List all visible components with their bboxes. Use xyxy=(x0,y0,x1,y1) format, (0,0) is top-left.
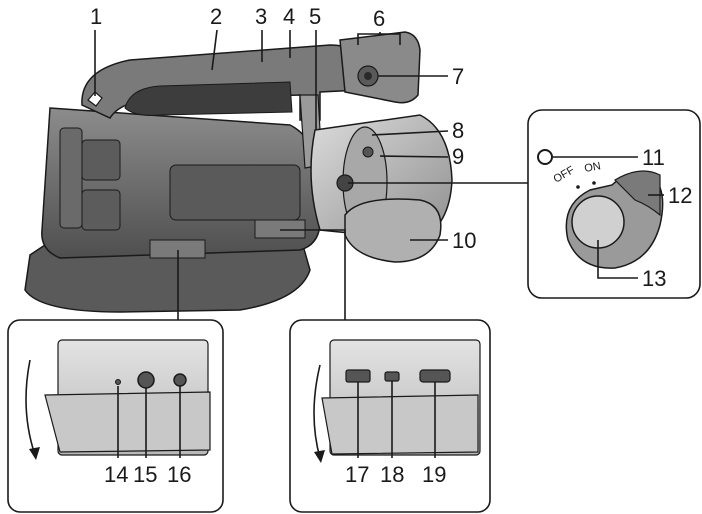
callout-5: 5 xyxy=(309,4,321,29)
strap-hook xyxy=(87,91,103,107)
callout-1: 1 xyxy=(90,4,102,29)
terminal-cover-right xyxy=(321,394,479,455)
leader-right-panel xyxy=(280,229,346,320)
leader-8 xyxy=(371,130,449,136)
callout-3: 3 xyxy=(255,4,267,29)
terminal-cover-left xyxy=(44,391,211,453)
grip-belt xyxy=(344,198,442,263)
on-label: ON xyxy=(583,160,601,175)
leader-2 xyxy=(211,29,218,71)
open-arrow-left-head xyxy=(29,447,40,460)
open-arrow-right-head xyxy=(314,450,325,463)
charge-lamp xyxy=(115,379,121,385)
leader-13 xyxy=(597,240,638,279)
callout-9: 9 xyxy=(452,144,464,169)
callout-13: 13 xyxy=(642,266,666,291)
callout-17: 17 xyxy=(345,462,369,487)
callout-numbers: 1 2 3 4 5 6 7 8 9 10 11 12 13 14 15 16 1… xyxy=(90,4,692,487)
headphone-port xyxy=(173,373,187,387)
open-arrow-right xyxy=(313,364,321,459)
callout-15: 15 xyxy=(133,462,157,487)
side-vent-2 xyxy=(81,189,121,231)
callout-16: 16 xyxy=(167,462,191,487)
leader-6 xyxy=(357,33,401,45)
handle-opening xyxy=(124,81,293,116)
mic-holder-knob-center xyxy=(364,72,372,80)
grip-recess xyxy=(169,164,301,221)
callout-11: 11 xyxy=(642,145,665,170)
camcorder-illustration xyxy=(24,31,453,313)
open-arrow-left xyxy=(25,359,36,456)
terminal-door-right xyxy=(254,219,306,239)
usb-port xyxy=(345,369,371,383)
callout-12: 12 xyxy=(668,183,692,208)
right-terminal-detail xyxy=(289,319,491,513)
side-vent-1 xyxy=(81,139,121,181)
callout-6: 6 xyxy=(373,6,385,31)
side-panel-left xyxy=(59,127,83,229)
callout-14: 14 xyxy=(104,462,128,487)
leader-lines xyxy=(94,29,664,458)
hdmi-port xyxy=(419,369,451,383)
off-dot xyxy=(576,185,580,189)
leader-9 xyxy=(379,155,449,158)
switch-lever xyxy=(614,170,661,217)
mic-holder-unit xyxy=(339,31,421,104)
lens-button xyxy=(362,146,374,158)
callout-8: 8 xyxy=(452,118,464,143)
callout-18: 18 xyxy=(380,462,404,487)
callout-2: 2 xyxy=(210,4,222,29)
callout-7: 7 xyxy=(452,64,464,89)
av-port xyxy=(384,371,400,382)
left-terminal-detail xyxy=(7,319,224,513)
status-indicator xyxy=(537,149,553,165)
callout-10: 10 xyxy=(452,228,476,253)
on-dot xyxy=(592,181,596,185)
callout-19: 19 xyxy=(422,462,446,487)
callout-4: 4 xyxy=(283,4,295,29)
mic-jack-port xyxy=(137,371,155,389)
